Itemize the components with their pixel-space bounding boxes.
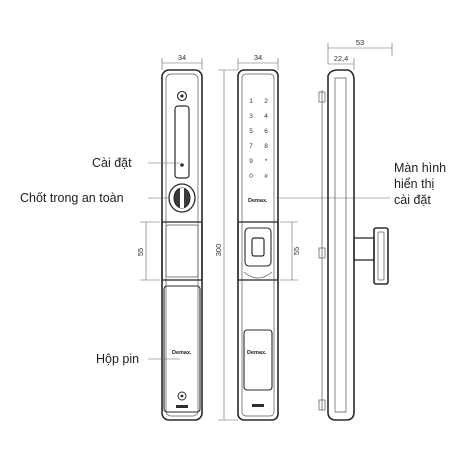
- screen-label-line1: Màn hình: [394, 161, 446, 175]
- key-8[interactable]: 8: [264, 143, 268, 150]
- front-module-dim: 55: [292, 247, 301, 255]
- side-total-dim: 53: [356, 38, 364, 47]
- side-knob-icon: [373, 227, 389, 285]
- key-7[interactable]: 7: [249, 143, 253, 150]
- key-2[interactable]: 2: [264, 98, 268, 105]
- screw-icon: [176, 90, 188, 102]
- key-star[interactable]: *: [265, 158, 268, 165]
- settings-slot: [174, 105, 190, 179]
- key-9[interactable]: 9: [249, 158, 253, 165]
- front-handle-brand: Demax.: [247, 350, 267, 356]
- key-hash[interactable]: #: [264, 173, 268, 180]
- height-dim: 300: [214, 244, 223, 257]
- side-depth-dim: 22,4: [334, 54, 349, 63]
- key-1[interactable]: 1: [249, 98, 253, 105]
- screen-label-line3: cài đặt: [394, 193, 431, 207]
- battery-box: [163, 285, 201, 413]
- front-brand-logo: Demax.: [248, 198, 268, 204]
- back-module-dim: 55: [136, 248, 145, 256]
- back-body: [161, 69, 203, 421]
- battery-box-label: Hộp pin: [96, 352, 139, 366]
- brand-logo: Demax.: [172, 350, 192, 356]
- screen-label-line2: hiển thị: [394, 177, 434, 191]
- back-width-dim: 34: [178, 53, 186, 62]
- keypad: 1 2 3 4 5 6 7 8 9 * 0 #: [249, 98, 268, 180]
- side-profile: [327, 69, 355, 421]
- back-module: [161, 221, 203, 281]
- key-0[interactable]: 0: [249, 173, 253, 180]
- front-width-dim: 34: [254, 53, 262, 62]
- front-module: [237, 221, 279, 281]
- front-view: 34 300 1 2 3 4 5 6 7 8 9 * 0 # Demax.: [214, 53, 301, 421]
- back-view: 34 Demax. 55: [136, 53, 203, 421]
- fingerprint-reader-icon[interactable]: [244, 227, 272, 267]
- settings-label: Cài đặt: [92, 156, 132, 170]
- side-view: 53 22,4: [318, 38, 393, 421]
- key-3[interactable]: 3: [249, 113, 253, 120]
- key-6[interactable]: 6: [264, 128, 268, 135]
- key-5[interactable]: 5: [249, 128, 253, 135]
- safety-latch-label: Chốt trong an toàn: [20, 191, 124, 205]
- handle-plate: [243, 329, 273, 391]
- key-4[interactable]: 4: [264, 113, 268, 120]
